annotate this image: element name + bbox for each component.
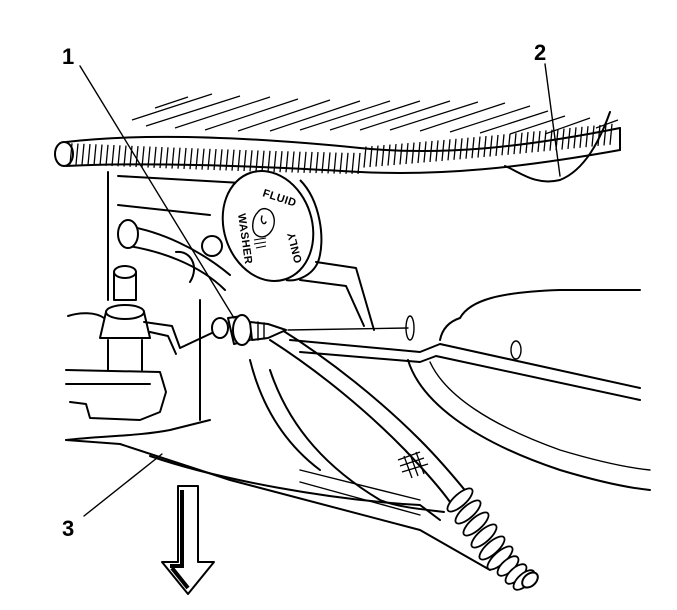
callout-1: 1 — [62, 44, 74, 69]
leader-lines — [79, 63, 561, 517]
corrugated-wiring-conduit — [54, 123, 621, 175]
push-pin-retainer-icon — [211, 314, 415, 346]
callout-3: 3 — [62, 516, 74, 541]
callout-2: 2 — [534, 40, 546, 65]
engine-compartment-components — [65, 171, 261, 441]
fender-panel — [289, 111, 651, 491]
lower-body-channel — [65, 359, 491, 571]
washer-fluid-hose — [269, 329, 539, 591]
washer-fluid-cap-icon: FLUID WASHER ONLY — [221, 170, 375, 331]
hood-underside-hatching — [131, 93, 619, 135]
down-arrow-icon — [161, 485, 215, 595]
